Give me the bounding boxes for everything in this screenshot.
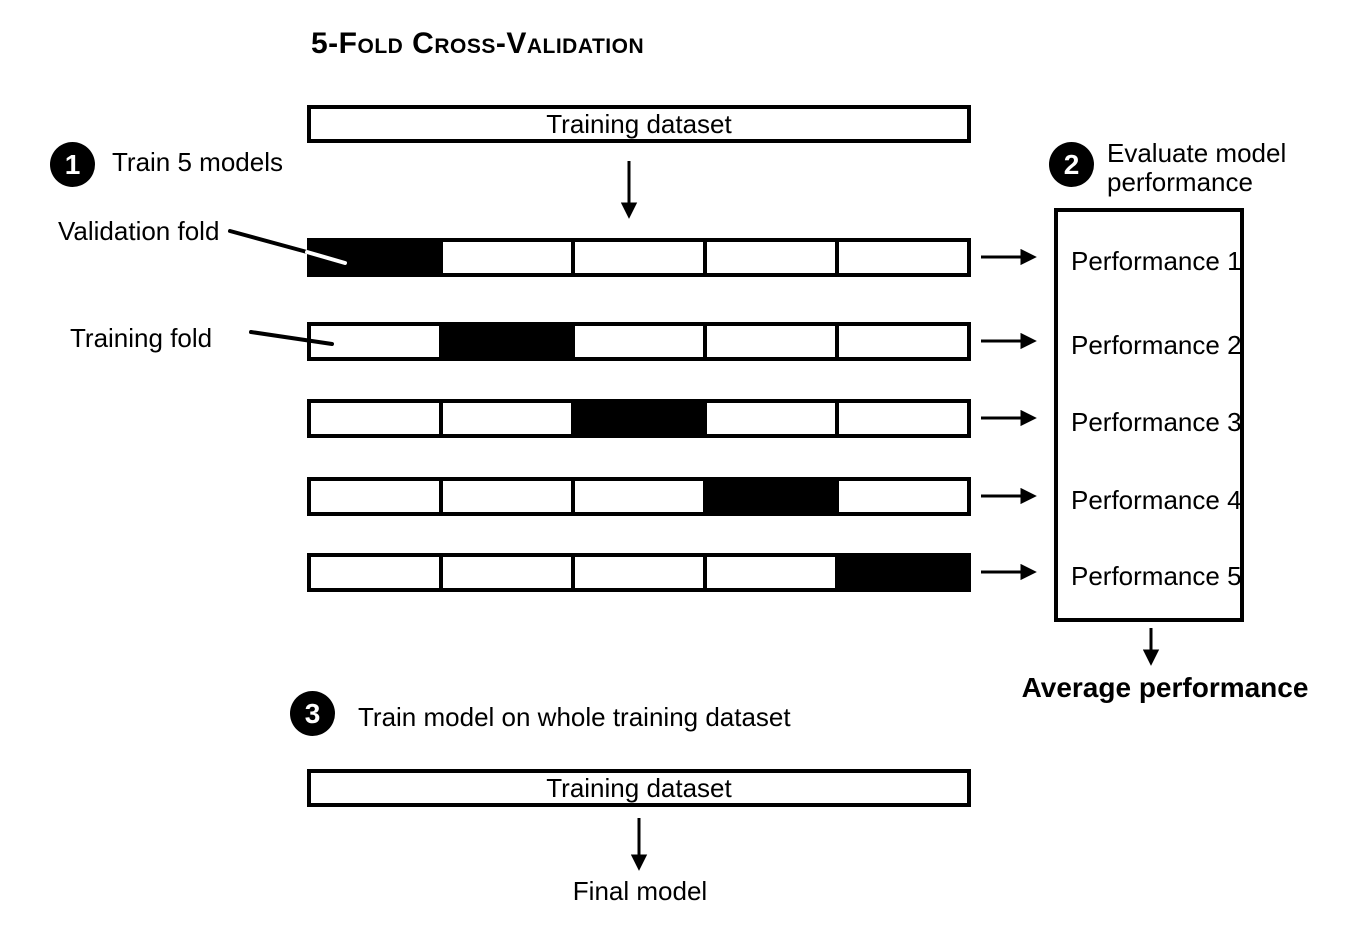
fold-row [307,553,971,592]
fold-row [307,238,971,277]
training-fold-segment [707,403,839,434]
diagram-title: 5-Fold Cross-Validation [311,27,645,60]
training-fold-label: Training fold [70,323,213,353]
performance-box: Performance 1 Performance 2 Performance … [1054,208,1244,622]
training-fold-segment [707,326,839,357]
average-performance-label: Average performance [1021,672,1309,703]
step-2-number: 2 [1063,148,1080,180]
training-fold-segment [707,242,839,273]
final-model-label: Final model [572,876,708,906]
training-fold-segment [443,557,575,588]
validation-fold-segment [443,326,575,357]
bottom-training-dataset-box: Training dataset [307,769,971,807]
step-3-badge: 3 [290,691,335,736]
performance-item: Performance 2 [1071,330,1242,360]
performance-item: Performance 3 [1071,407,1242,437]
training-fold-segment [575,481,707,512]
performance-item: Performance 5 [1071,561,1242,591]
fold-row [307,477,971,516]
validation-fold-segment [311,242,443,273]
step-1-label: Train 5 models [112,147,283,177]
validation-fold-pointer-line [228,229,309,254]
training-fold-segment [575,557,707,588]
training-fold-segment [311,403,443,434]
step-1-number: 1 [64,148,81,180]
training-fold-segment [575,326,707,357]
performance-item: Performance 1 [1071,246,1242,276]
training-fold-segment [443,242,575,273]
training-fold-segment [839,326,967,357]
training-fold-segment [575,242,707,273]
top-training-dataset-label: Training dataset [546,108,732,139]
performance-item: Performance 4 [1071,485,1242,515]
step-3-number: 3 [304,697,321,729]
training-fold-segment [311,326,443,357]
fold-row [307,399,971,438]
training-fold-segment [839,242,967,273]
step-2-badge: 2 [1049,142,1094,187]
validation-fold-segment [707,481,839,512]
training-fold-segment [443,403,575,434]
training-fold-segment [311,481,443,512]
fold-row [307,322,971,361]
training-fold-segment [839,481,967,512]
validation-fold-label: Validation fold [58,216,220,246]
training-fold-segment [707,557,839,588]
training-fold-segment [443,481,575,512]
validation-fold-segment [575,403,707,434]
training-fold-segment [311,557,443,588]
training-fold-segment [839,403,967,434]
step-2-label: Evaluate model performance [1107,138,1287,197]
step-3-label: Train model on whole training dataset [358,702,791,732]
step-1-badge: 1 [50,142,95,187]
validation-fold-segment [839,557,967,588]
bottom-training-dataset-label: Training dataset [546,772,732,803]
top-training-dataset-box: Training dataset [307,105,971,143]
